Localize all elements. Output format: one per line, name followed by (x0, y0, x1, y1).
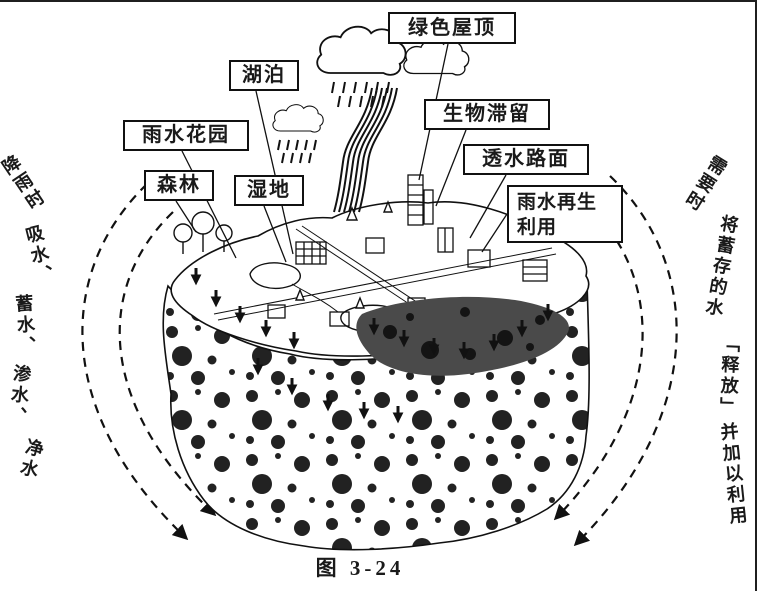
side-text-left-3: 蓄水、 (12, 293, 38, 358)
trees (173, 200, 394, 309)
infiltration-arrows (190, 268, 554, 424)
side-text-right-3: 「释放」 (717, 333, 741, 419)
saturated-zone (356, 296, 569, 376)
label-forest: 森林 (144, 170, 214, 201)
cycle-arrows-left (81, 183, 217, 541)
label-permeable-pavement: 透水路面 (463, 144, 589, 175)
label-bioretention: 生物滞留 (424, 99, 550, 130)
figure-caption: 图 3-24 (315, 556, 405, 580)
label-wetland: 湿地 (234, 175, 304, 206)
label-green-roof: 绿色屋顶 (388, 12, 516, 44)
callout-lines (175, 43, 508, 263)
rain-lines (277, 81, 390, 164)
buildings (267, 174, 548, 327)
cycle-arrows-right (553, 175, 678, 547)
soil-block (162, 201, 590, 551)
runoff-streams (333, 87, 398, 213)
label-rain-garden: 雨水花园 (123, 120, 249, 151)
label-lake: 湖泊 (229, 60, 299, 91)
label-rainwater-reuse: 雨水再生利用 (507, 185, 623, 243)
